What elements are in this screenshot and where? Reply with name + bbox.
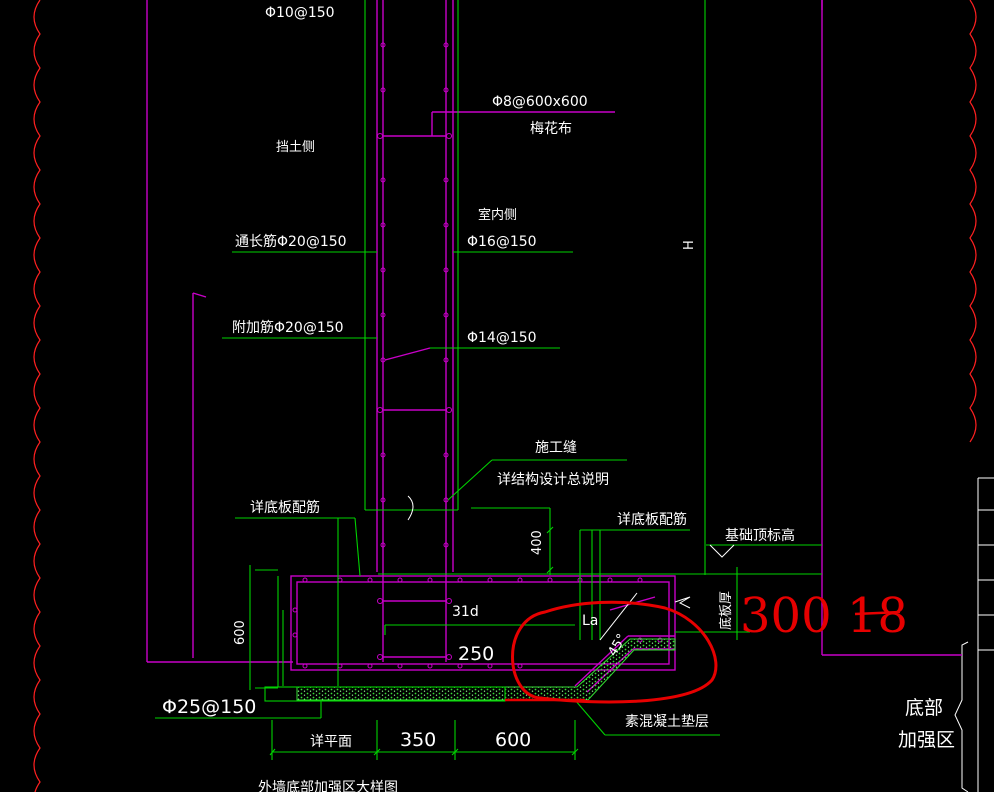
label-bottom-slab-left: 详底板配筋 [250,499,320,516]
rebar-dots [292,42,663,669]
label-joint-note: 详结构设计总说明 [497,472,609,488]
label-base-top-elev: 基础顶标高 [725,527,795,544]
label-inner-bar2: Φ14@150 [467,330,537,346]
dimension-lines [155,0,822,760]
label-dim-600: 600 [495,729,531,751]
red-circle-annotation [511,600,718,704]
right-frame [954,477,994,792]
label-bottom-reinforce-1: 底部 [905,697,943,719]
label-bottom-title: 外墙底部加强区大样图 [258,780,398,792]
label-through-bar: 通长筋Φ20@150 [235,233,347,250]
right-scalloped-border [969,0,977,443]
label-dim-350: 350 [400,729,436,751]
label-plum-note: 梅花布 [530,121,572,137]
label-inner-bar: Φ16@150 [467,234,537,250]
label-dim-250: 250 [458,643,494,665]
la-line [599,592,638,641]
concrete-cushion-hatch [296,638,676,701]
label-rebar-top: Φ10@150 [265,5,335,21]
joint-mark [407,495,414,521]
label-plum: Φ8@600x600 [492,94,588,110]
label-bottom-thickness: 底板厚 [718,591,734,630]
label-bottom-reinforce-2: 加强区 [898,729,955,751]
elevation-marker [709,544,735,558]
red-trail [854,610,901,616]
handwritten-text: 300 18 [740,588,908,644]
handwritten-annotation: 300 18 [505,588,908,704]
break-mark [674,596,691,609]
label-dim-600-vert: 600 [233,620,248,645]
label-joint: 施工缝 [535,440,577,456]
left-scalloped-border [33,0,41,792]
label-soil-side: 挡土侧 [276,140,315,155]
label-dim-h: H [682,240,697,250]
label-extra-bar: 附加筋Φ20@150 [232,319,344,336]
labels: Φ10@150 Φ8@600x600 梅花布 挡土侧 室内侧 通长筋Φ20@15… [162,5,955,792]
label-indoor-side: 室内侧 [478,207,517,223]
wall-outlines [146,0,962,693]
label-bottom-slab-right: 详底板配筋 [617,511,687,528]
label-phi25: Φ25@150 [162,696,256,718]
label-la-31d: 31d [452,604,479,620]
label-see-plan: 详平面 [310,734,352,750]
label-la: La [582,613,598,629]
label-dim-400: 400 [530,530,545,555]
label-concrete-cushion: 素混凝土垫层 [625,714,709,730]
